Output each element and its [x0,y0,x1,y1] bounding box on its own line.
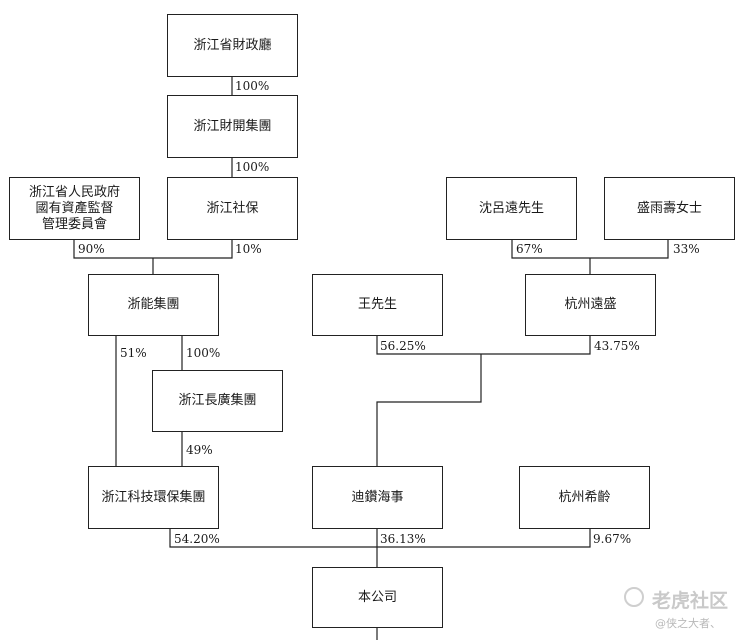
pct-social-to-zheneng: 10% [235,242,262,256]
entity-sheng-yushou: 盛雨壽女士 [604,177,735,240]
pct-dicheng-to-company: 36.13% [380,532,426,546]
entity-dicheng-haishi: 迪鑽海事 [312,466,443,529]
pct-zheneng-to-tech-env: 51% [120,346,147,360]
entity-zhejiang-fin-dev-group: 浙江財開集團 [167,95,298,158]
pct-xiling-to-company: 9.67% [593,532,632,546]
pct-finance-to-fin-dev: 100% [235,79,270,93]
watermark-site: 老虎社区 [652,590,729,612]
pct-fin-dev-to-social: 100% [235,160,270,174]
entity-zhejiang-finance-department: 浙江省財政廳 [167,14,298,77]
pct-sheng-to-hangzhou: 33% [673,242,700,256]
entity-zheneng-group: 浙能集團 [88,274,219,336]
entity-hangzhou-xiling: 杭州希齡 [519,466,650,529]
entity-mr-wang: 王先生 [312,274,443,336]
pct-changguang-to-tech-env: 49% [186,443,213,457]
watermark-logo-icon [624,587,644,607]
pct-zheneng-to-changguang: 100% [186,346,221,360]
pct-wang-to-dicheng: 56.25% [380,339,426,353]
pct-hangzhou-to-dicheng: 43.75% [594,339,640,353]
entity-hangzhou-yuansheng: 杭州遠盛 [525,274,656,336]
pct-sasac-to-zheneng: 90% [78,242,105,256]
entity-changguang-group: 浙江長廣集團 [152,370,283,432]
pct-tech-env-to-company: 54.20% [174,532,220,546]
entity-zhejiang-sasac: 浙江省人民政府 國有資產監督 管理委員會 [9,177,140,240]
pct-shen-to-hangzhou: 67% [516,242,543,256]
watermark-user: @侠之大者、 [655,617,721,630]
entity-the-company: 本公司 [312,567,443,628]
entity-zhejiang-social-security: 浙江社保 [167,177,298,240]
entity-tech-env-group: 浙江科技環保集團 [88,466,219,529]
entity-shen-lyuyuan: 沈呂遠先生 [446,177,577,240]
